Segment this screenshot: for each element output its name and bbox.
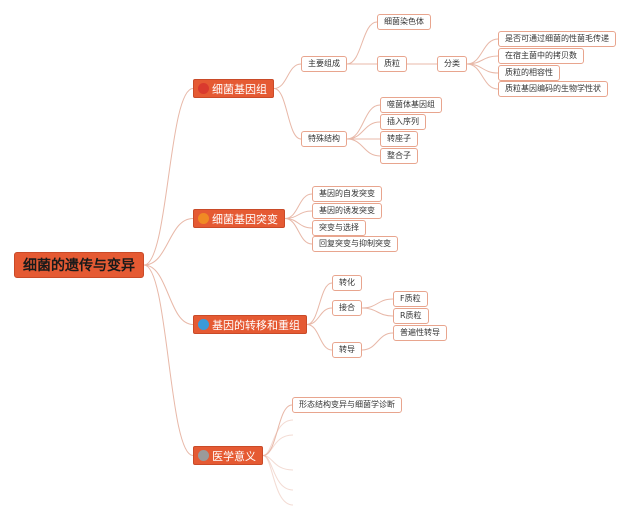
node-plasmid-sex-pilus[interactable]: 是否可通过细菌的性菌毛传递 — [498, 31, 616, 47]
node-plasmid[interactable]: 质粒 — [377, 56, 407, 72]
connector-line — [346, 21, 378, 65]
branch-label: 医学意义 — [212, 450, 256, 463]
connector-line — [361, 332, 394, 351]
node-mutation-selection[interactable]: 突变与选择 — [312, 220, 366, 236]
connector-line — [284, 193, 313, 219]
gray-circle-icon — [198, 450, 209, 461]
branch-gene-mutation[interactable]: 细菌基因突变 — [193, 209, 285, 228]
node-phage-genome[interactable]: 噬菌体基因组 — [380, 97, 442, 113]
node-f-plasmid[interactable]: F质粒 — [393, 291, 428, 307]
connector-line — [273, 63, 302, 89]
node-morphology-diagnosis[interactable]: 形态结构变异与细菌学诊断 — [292, 397, 402, 413]
connector-line — [306, 282, 333, 325]
connector-line — [262, 455, 294, 506]
node-main-components[interactable]: 主要组成 — [301, 56, 347, 72]
blue-circle-icon — [198, 319, 209, 330]
connector-line — [306, 324, 333, 351]
branch-gene-transfer[interactable]: 基因的转移和重组 — [193, 315, 307, 334]
connector-line — [346, 121, 381, 140]
node-r-plasmid[interactable]: R质粒 — [393, 308, 429, 324]
node-transformation[interactable]: 转化 — [332, 275, 362, 291]
connector-line — [262, 455, 294, 491]
root-topic[interactable]: 细菌的遗传与变异 — [14, 252, 144, 278]
red-circle-icon — [198, 83, 209, 94]
node-spontaneous-mutation[interactable]: 基因的自发突变 — [312, 186, 382, 202]
connector-line — [262, 419, 294, 456]
branch-medical-significance[interactable]: 医学意义 — [193, 446, 263, 465]
connector-line — [306, 307, 333, 325]
node-reverse-suppressor-mutation[interactable]: 回复突变与抑制突变 — [312, 236, 398, 252]
orange-circle-icon — [198, 213, 209, 224]
node-integron[interactable]: 整合子 — [380, 148, 418, 164]
node-transposon[interactable]: 转座子 — [380, 131, 418, 147]
node-conjugation[interactable]: 接合 — [332, 300, 362, 316]
connector-line — [346, 138, 381, 157]
node-transduction[interactable]: 转导 — [332, 342, 362, 358]
connector-line — [262, 434, 294, 456]
connector-line — [466, 38, 499, 65]
connector-line — [273, 88, 302, 140]
node-special-structures[interactable]: 特殊结构 — [301, 131, 347, 147]
connector-line — [361, 307, 394, 317]
branch-label: 基因的转移和重组 — [212, 319, 300, 332]
node-induced-mutation[interactable]: 基因的诱发突变 — [312, 203, 382, 219]
node-generalized-transduction[interactable]: 普遍性转导 — [393, 325, 447, 341]
node-plasmid-traits[interactable]: 质粒基因编码的生物学性状 — [498, 81, 608, 97]
branch-bacterial-genome[interactable]: 细菌基因组 — [193, 79, 274, 98]
connector-line — [143, 264, 194, 456]
node-insertion-sequence[interactable]: 插入序列 — [380, 114, 426, 130]
connector-line — [143, 88, 194, 266]
node-plasmid-compatibility[interactable]: 质粒的相容性 — [498, 65, 560, 81]
node-plasmid-copy-number[interactable]: 在宿主菌中的拷贝数 — [498, 48, 584, 64]
connector-line — [361, 298, 394, 309]
connector-line — [143, 264, 194, 325]
branch-label: 细菌基因组 — [212, 83, 267, 96]
node-bacterial-chromosome[interactable]: 细菌染色体 — [377, 14, 431, 30]
connector-line — [143, 218, 194, 266]
node-classification[interactable]: 分类 — [437, 56, 467, 72]
connector-line — [346, 104, 381, 140]
connector-line — [284, 218, 313, 245]
connector-line — [466, 63, 499, 90]
branch-label: 细菌基因突变 — [212, 213, 278, 226]
